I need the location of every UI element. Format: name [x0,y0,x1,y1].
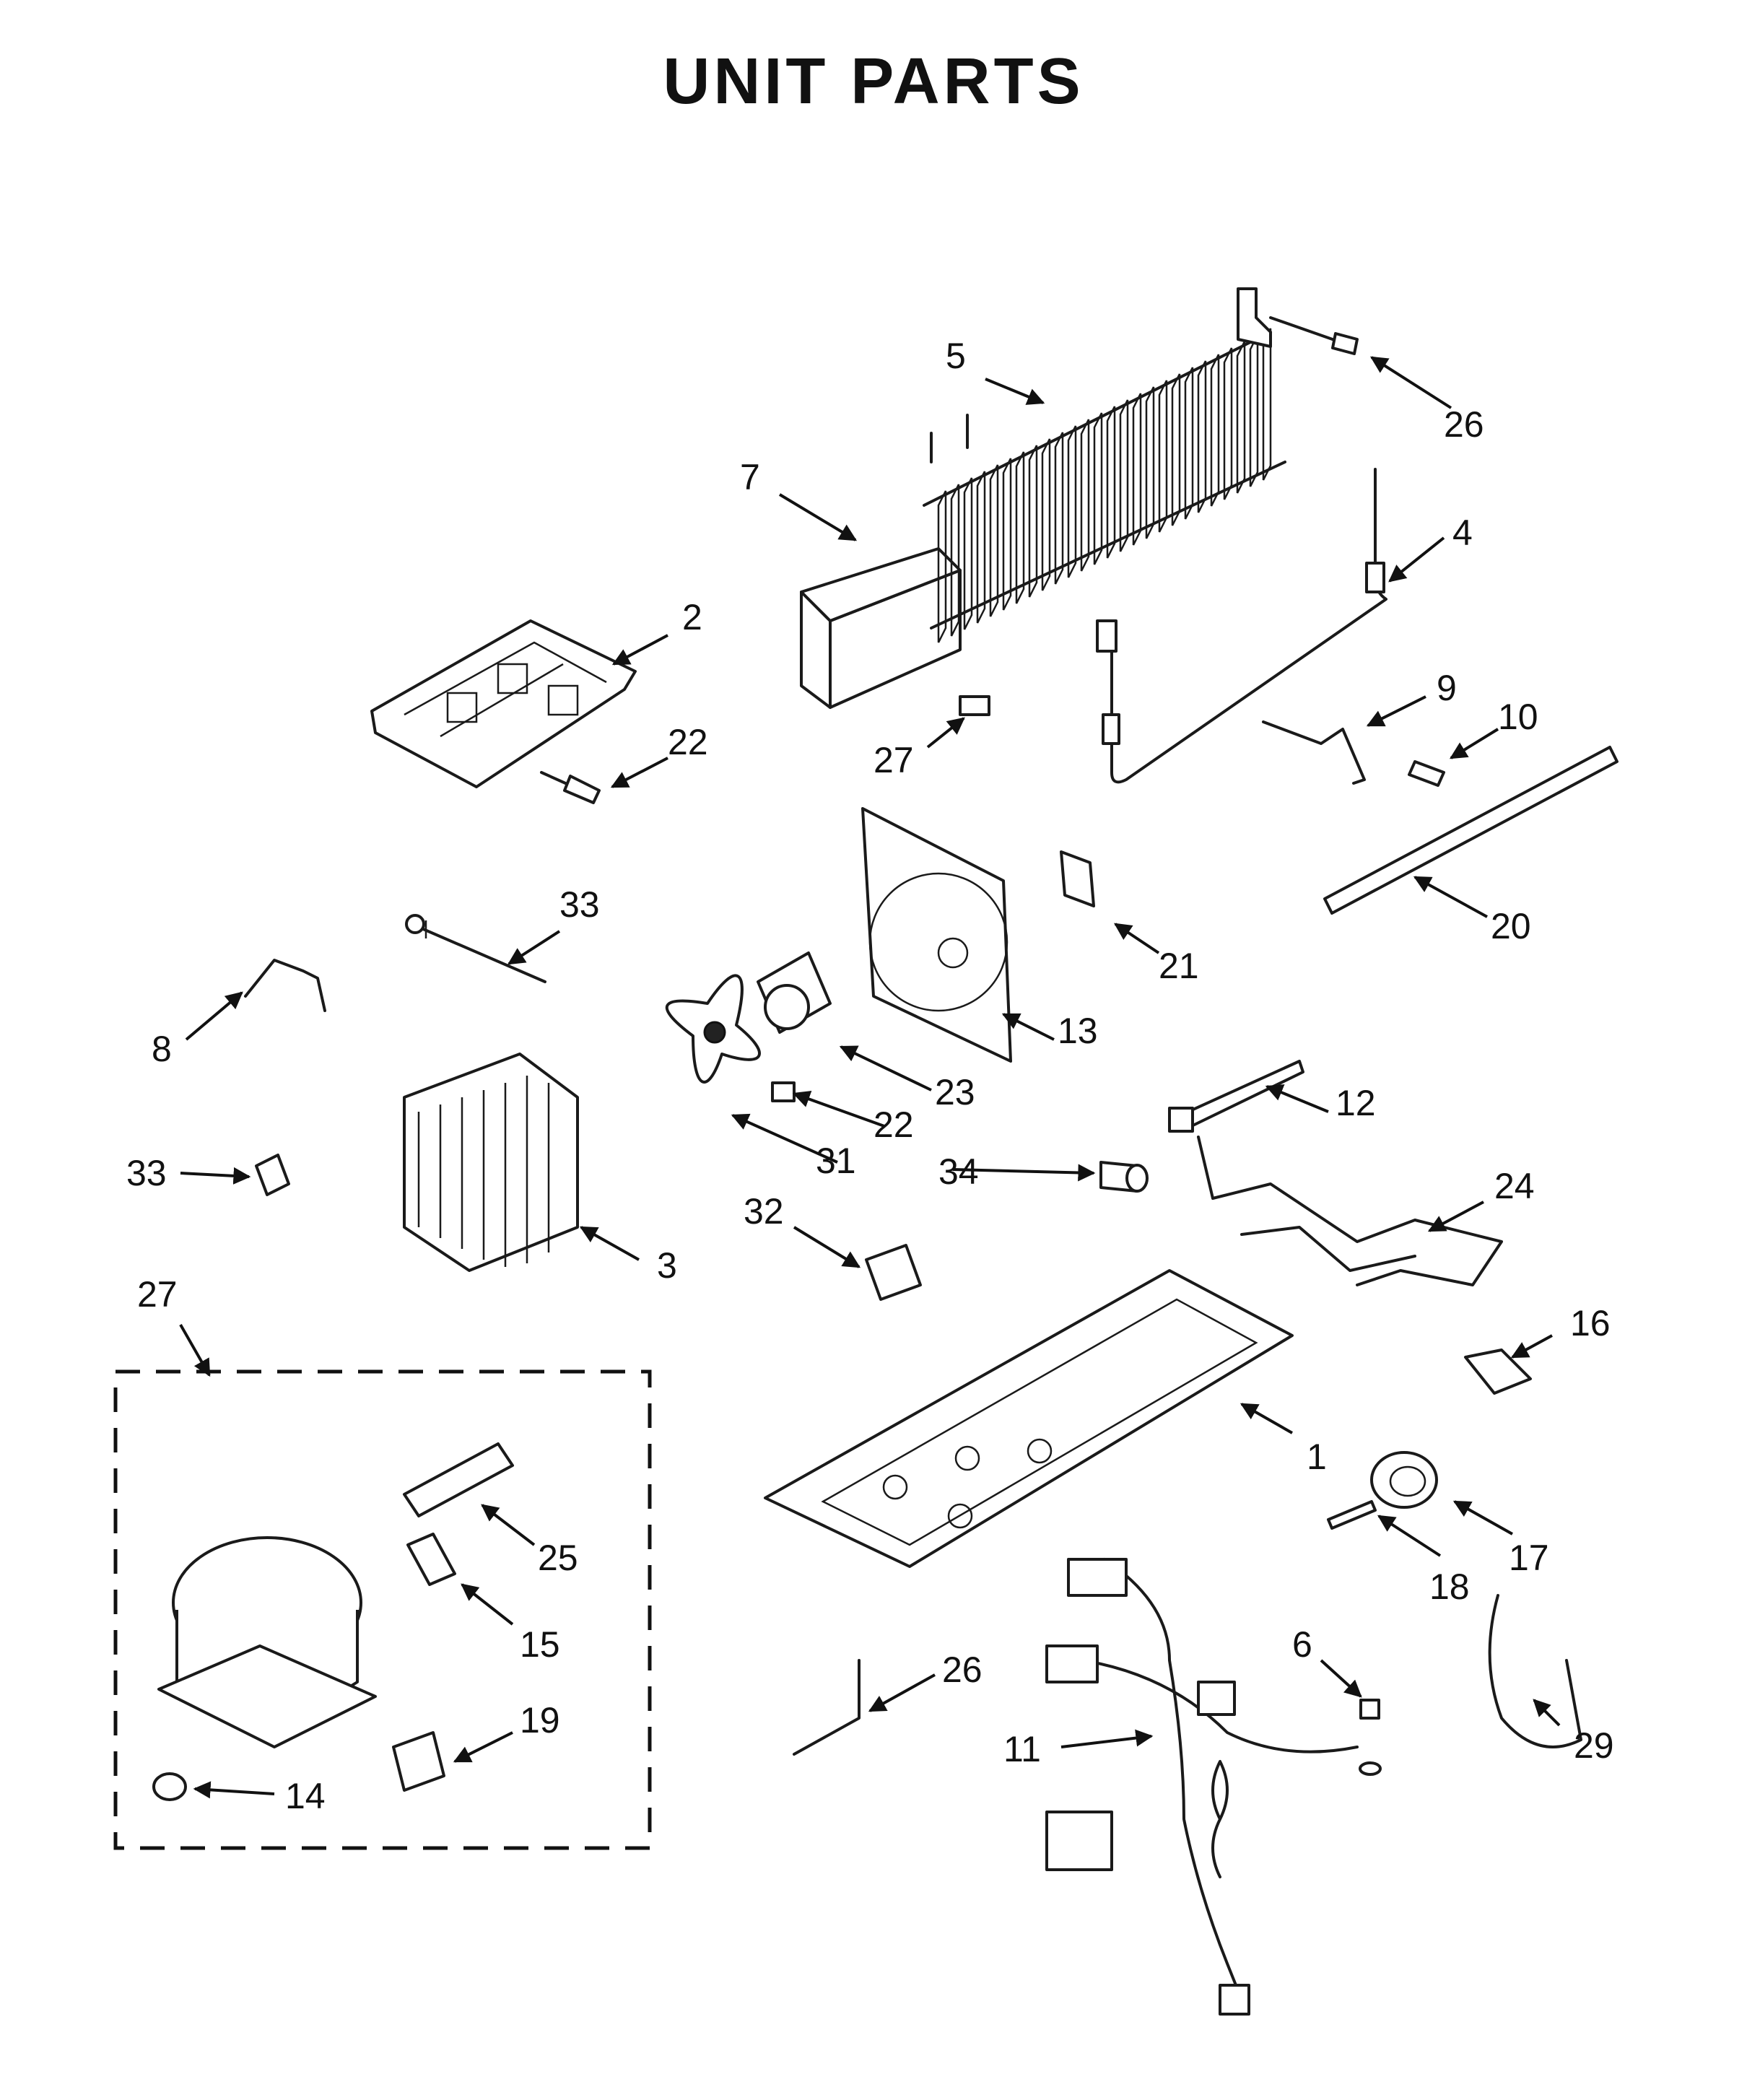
part-label-10: 10 [1498,697,1538,737]
clip-33-drawing [255,1154,290,1196]
part-label-19: 19 [520,1700,560,1740]
part-label-6: 6 [1292,1624,1312,1665]
fan-shroud-drawing [861,807,1012,1063]
thermistor-wire-drawing [1096,468,1387,784]
pad-drawing [865,1244,922,1301]
part-label-32: 32 [744,1191,784,1232]
wire-harness-drawing [1045,1558,1359,2016]
grommet-drawing [1099,1161,1149,1193]
screw-27-drawing [959,695,990,716]
part-label-33: 33 [126,1153,167,1193]
grommet-14-drawing [152,1772,187,1801]
part-label-22: 22 [874,1105,914,1145]
cable-tie-drawing [1168,1060,1304,1133]
fan-blade-drawing [665,974,761,1084]
part-label-8: 8 [152,1029,172,1069]
part-label-4: 4 [1452,513,1473,553]
screw-22b-drawing [771,1081,796,1102]
control-box-drawing [370,619,637,788]
relay-drawing [406,1533,456,1586]
heater-loop-drawing [1197,1136,1503,1286]
part-label-15: 15 [520,1624,560,1665]
screw-10-drawing [1408,760,1445,787]
base-pan-drawing [764,1269,1294,1568]
part-label-16: 16 [1570,1303,1611,1343]
part-label-21: 21 [1159,946,1199,986]
part-label-3: 3 [657,1245,677,1286]
part-label-12: 12 [1336,1083,1376,1123]
part-label-2: 2 [682,597,702,637]
part-label-24: 25 [538,1538,578,1578]
part-label-25: 24 [1494,1166,1535,1206]
part-label-17: 17 [1509,1538,1549,1578]
leader-arrows [179,356,1561,1799]
condenser-coil-drawing [800,287,1359,709]
part-label-34: 34 [938,1151,979,1192]
screw-drawing [540,771,601,804]
part-label-28: 27 [137,1274,178,1315]
part-label-5: 5 [946,336,966,376]
part-label-14: 14 [285,1776,326,1816]
connector-drawing [1464,1349,1532,1395]
bracket-drawing [1060,850,1095,907]
part-label-11: 11 [1003,1729,1041,1769]
compressor-group-box [113,1369,652,1850]
part-label-31: 33 [559,884,600,925]
axle-drawing [1327,1500,1377,1530]
wire-clip-drawing [244,959,326,1012]
part-label-7: 7 [740,457,760,497]
part-label-26: 26 [942,1650,983,1690]
part-label-18: 18 [1429,1567,1470,1607]
compressor-drawing [157,1536,377,1748]
part-label-13: 13 [1058,1011,1098,1051]
page-title: UNIT PARTS [663,45,1084,118]
part-label-27: 26 [1444,404,1484,445]
screw-6-drawing [1359,1699,1382,1776]
part-label-27: 27 [874,740,914,780]
part-label-1: 1 [1307,1437,1327,1477]
drier-drawing [403,1442,514,1517]
tube-drawing [793,1659,861,1756]
part-label-29: 31 [816,1141,856,1181]
part-label-20: 20 [1491,906,1531,946]
strip-drawing [1323,746,1619,915]
tube-30-drawing [1488,1594,1582,1748]
part-label-9: 9 [1437,668,1457,708]
part-label-23: 23 [935,1072,975,1112]
capacitor-drawing [392,1731,445,1792]
part-labels: 5 26 7 4 2 22 27 9 10 20 21 33 8 13 23 2… [126,336,1614,1816]
rod-drawing [405,914,546,983]
fan-motor-drawing [757,951,832,1034]
part-label-22: 22 [668,722,708,762]
clip-drawing [1262,720,1366,785]
wheel-drawing [1370,1451,1438,1509]
part-label-30: 29 [1574,1725,1614,1766]
evaporator-coil-drawing [403,1053,579,1272]
